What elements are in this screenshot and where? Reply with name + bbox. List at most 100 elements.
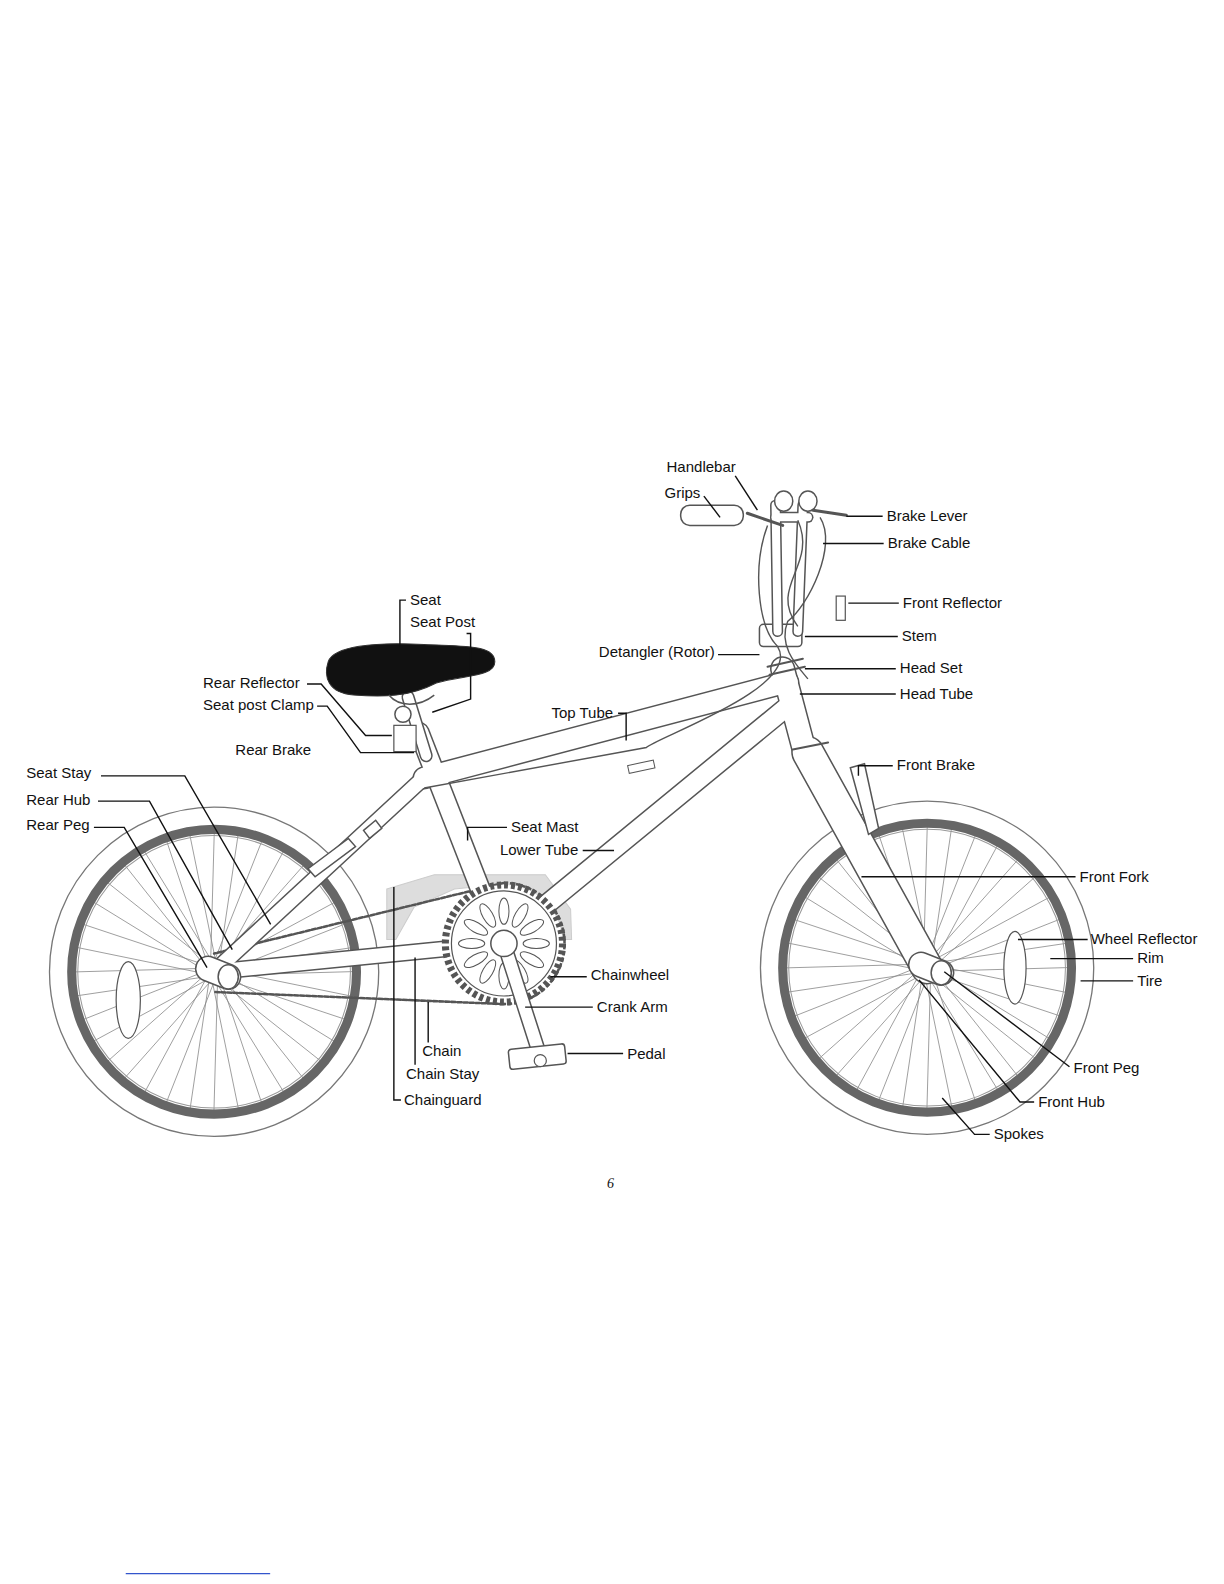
leader-line: [823, 543, 884, 544]
leader-line: [735, 476, 757, 510]
leader-line: [1050, 958, 1133, 959]
tube: [424, 682, 788, 778]
grip-end: [775, 491, 793, 511]
part-label: Wheel Reflector: [1091, 930, 1198, 948]
leader-line: [583, 850, 614, 851]
grip: [681, 505, 744, 525]
part-label: Stem: [902, 627, 937, 645]
spoke: [937, 920, 1059, 968]
chainwheel-teeth: [445, 885, 562, 1002]
spoke: [84, 925, 206, 966]
spoke: [936, 943, 1066, 962]
detangler-cable-guide: [628, 760, 655, 773]
part-label: Head Set: [900, 659, 963, 677]
part-label: Pedal: [627, 1045, 665, 1063]
leader-line: [858, 766, 892, 776]
spoke: [805, 975, 920, 1037]
peg-end: [218, 965, 238, 989]
spoke: [837, 977, 924, 1075]
leader-line: [805, 668, 896, 669]
part-label: Rear Reflector: [203, 674, 300, 692]
spoke: [222, 978, 344, 1019]
spoke: [94, 979, 207, 1040]
spoke: [145, 852, 213, 962]
brake-cable: [785, 517, 826, 679]
part-label: Front Fork: [1080, 868, 1149, 886]
chain: [214, 992, 504, 1004]
part-label: Rim: [1137, 949, 1164, 967]
leader-line: [846, 516, 882, 517]
bar-outline: [776, 512, 808, 523]
part-label: Rear Brake: [235, 741, 311, 759]
part-label: Seat Stay: [26, 764, 91, 782]
spoke: [927, 977, 931, 1108]
chainwheel: [445, 885, 562, 1002]
part-label: Front Hub: [1038, 1093, 1105, 1111]
leader-line: [942, 1098, 989, 1134]
part-label: Tire: [1137, 972, 1162, 990]
part-label: Front Reflector: [903, 594, 1002, 612]
spoke: [190, 836, 216, 962]
spoke: [820, 971, 918, 1058]
wheel-reflector: [1004, 931, 1026, 1004]
spoke: [84, 972, 204, 1019]
crank-arm-outline: [504, 943, 540, 1056]
wheel-reflector: [116, 962, 140, 1039]
part-label: Front Brake: [897, 756, 975, 774]
part-label: Top Tube: [551, 704, 613, 722]
leader-line: [618, 713, 626, 740]
part-label: Brake Cable: [888, 534, 971, 552]
spoke: [937, 968, 1068, 972]
brake-lever: [747, 513, 782, 525]
bar: [776, 513, 808, 521]
rear-brake: [308, 820, 382, 877]
spoke: [789, 973, 919, 992]
part-label: Chainwheel: [591, 966, 669, 984]
chainwheel-hole: [518, 916, 546, 938]
pedal-axle: [534, 1055, 546, 1067]
leader-line: [394, 887, 401, 1100]
leader-line: [919, 980, 1034, 1102]
chainwheel-hole: [477, 902, 499, 930]
spoke: [78, 948, 204, 974]
seat-post-clamp: [395, 706, 411, 722]
part-label: Brake Lever: [887, 507, 968, 525]
part-label: Front Peg: [1074, 1059, 1140, 1077]
tube-outline: [808, 753, 927, 968]
part-label: Seat Post: [410, 613, 475, 631]
leader-line: [525, 1006, 593, 1007]
spoke: [932, 829, 951, 959]
leader-line: [307, 684, 392, 736]
crank-bolt: [491, 930, 517, 956]
leader-line: [98, 801, 232, 949]
part-label: Chainguard: [404, 1091, 482, 1109]
brake-cable: [788, 520, 803, 626]
part-label: Lower Tube: [500, 841, 578, 859]
leader-line: [101, 776, 271, 924]
bar-outline: [798, 505, 803, 631]
leader-line: [848, 602, 898, 603]
part-label: Seat post Clamp: [203, 696, 314, 714]
chainwheel-hole: [499, 898, 509, 924]
wheels: [49, 801, 1093, 1136]
spoke: [145, 978, 206, 1091]
seat-rail: [389, 695, 434, 704]
rim-edge: [789, 829, 1066, 1106]
spoke: [925, 978, 951, 1106]
page-number: 6: [607, 1175, 614, 1193]
tire: [760, 801, 1093, 1134]
spoke: [857, 974, 919, 1089]
pedal: [508, 1044, 566, 1070]
leader-line: [317, 706, 414, 752]
tube-outline: [214, 773, 429, 972]
spoke: [795, 968, 917, 1016]
part-label: Head Tube: [900, 685, 973, 703]
spoke: [927, 836, 975, 958]
rear-reflector: [394, 725, 416, 751]
spoke: [935, 974, 1059, 1015]
handlebar: [424, 491, 846, 788]
seat: [326, 644, 494, 696]
spoke: [879, 978, 927, 1100]
spoke: [190, 981, 209, 1109]
